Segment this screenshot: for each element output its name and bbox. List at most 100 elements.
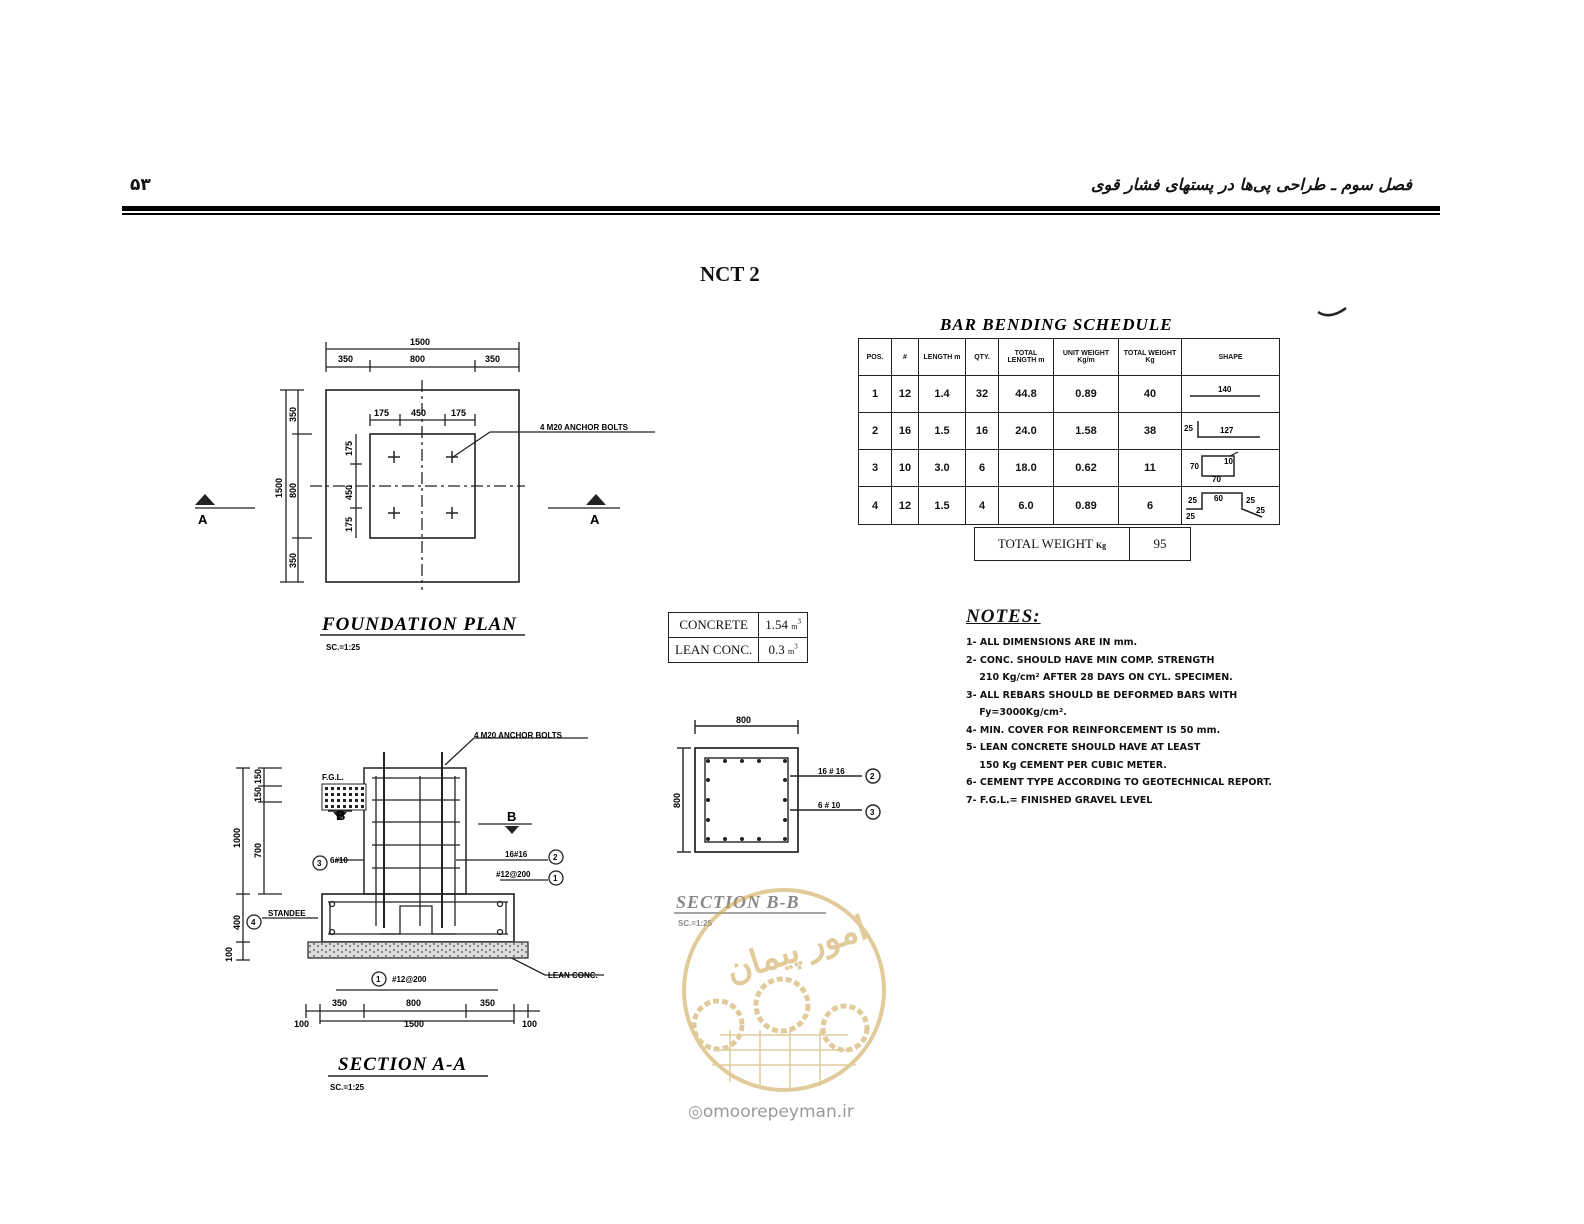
chapter-title: فصل سوم ـ طراحی پی‌ها در پستهای فشار قوی bbox=[1091, 175, 1412, 194]
table-row: 3 10 3.0 6 18.0 0.62 11 70 10 70 bbox=[858, 449, 1280, 487]
bbs-total-weight: 6 bbox=[1118, 486, 1182, 525]
bar2-label: 16#16 bbox=[505, 850, 528, 859]
section-bb-drawing bbox=[677, 720, 881, 853]
tag-1: 1 bbox=[553, 874, 558, 883]
shape4-dim-a: 25 bbox=[1188, 496, 1197, 505]
aa-dim-400: 400 bbox=[232, 915, 242, 930]
bar-schedule-title: BAR BENDING SCHEDULE bbox=[939, 315, 1173, 334]
list-item: 1- ALL DIMENSIONS ARE IN mm. bbox=[966, 637, 1138, 648]
bbs-pos: 2 bbox=[858, 412, 892, 450]
gravel-symbol bbox=[321, 783, 367, 811]
concrete-unit: m bbox=[791, 622, 798, 631]
section-marker-b-left: B bbox=[336, 808, 345, 823]
aa-dim-1500: 1500 bbox=[404, 1019, 424, 1029]
shape2-dim-b: 127 bbox=[1220, 426, 1234, 435]
concrete-row: CONCRETE 1.54 m3 bbox=[667, 612, 809, 638]
bbs-length: 1.5 bbox=[918, 486, 966, 525]
aa-dim-800: 800 bbox=[406, 998, 421, 1008]
foundation-plan bbox=[195, 342, 655, 590]
section-marker-a-left: A bbox=[198, 512, 208, 527]
bbs-length: 1.5 bbox=[918, 412, 966, 450]
notes-list: 1- ALL DIMENSIONS ARE IN mm. 2- CONC. SH… bbox=[966, 634, 1272, 809]
plan-dim-left-top-v: 350 bbox=[288, 407, 298, 422]
bbs-dia: 12 bbox=[891, 375, 919, 413]
plan-dim-inner-mid-v: 450 bbox=[344, 485, 354, 500]
watermark-site: ◎omoorepeyman.ir bbox=[688, 1102, 854, 1122]
lean-row: LEAN CONC. 0.3 m3 bbox=[667, 637, 809, 663]
total-weight-table: TOTAL WEIGHT Kg 95 bbox=[974, 527, 1191, 561]
lean-unit: m bbox=[788, 647, 795, 656]
lean-value: 0.3 bbox=[768, 642, 785, 657]
total-weight-unit: Kg bbox=[1095, 541, 1107, 550]
bbs-pos: 1 bbox=[858, 375, 892, 413]
tag-4: 4 bbox=[251, 918, 256, 927]
bbs-total-weight: 40 bbox=[1118, 375, 1182, 413]
list-item: 150 Kg CEMENT PER CUBIC METER. bbox=[966, 759, 1167, 771]
bbs-th-dia: # bbox=[891, 338, 919, 376]
concrete-value: 1.54 bbox=[765, 617, 789, 632]
bbs-dia: 12 bbox=[891, 486, 919, 525]
shape4-dim-b: 60 bbox=[1214, 494, 1223, 503]
aa-dim-700: 700 bbox=[253, 843, 263, 858]
list-item: Fy=3000Kg/cm². bbox=[966, 707, 1067, 718]
bbs-qty: 16 bbox=[965, 412, 999, 450]
section-aa-bolt-label: 4 M20 ANCHOR BOLTS bbox=[474, 731, 563, 740]
section-aa-title: SECTION A-A bbox=[338, 1054, 467, 1075]
bbs-th-shape: SHAPE bbox=[1181, 338, 1280, 376]
total-weight-row: TOTAL WEIGHT Kg 95 bbox=[974, 527, 1191, 561]
bottom-bar-label: #12@200 bbox=[392, 975, 427, 984]
bbs-total-weight: 38 bbox=[1118, 412, 1182, 450]
bbs-total-length: 18.0 bbox=[998, 449, 1054, 487]
bbs-unit-weight: 1.58 bbox=[1053, 412, 1119, 450]
shape4-dim-c: 25 bbox=[1246, 496, 1255, 505]
bb-bar2-label: 16 # 16 bbox=[818, 767, 845, 776]
lean-conc-label: LEAN CONC. bbox=[548, 971, 598, 980]
fgl-label: F.G.L. bbox=[322, 773, 344, 782]
bbs-th-pos: POS. bbox=[858, 338, 892, 376]
shape1-dim: 140 bbox=[1218, 385, 1232, 394]
plan-dim-inner-top-v: 175 bbox=[344, 441, 354, 456]
shape4-dim-d: 25 bbox=[1186, 512, 1195, 521]
aa-dim-150a: 150 bbox=[253, 769, 263, 784]
list-item: 210 Kg/cm² AFTER 28 DAYS ON CYL. SPECIME… bbox=[966, 672, 1233, 683]
bbs-length: 3.0 bbox=[918, 449, 966, 487]
watermark-logo: امور پیمان bbox=[682, 888, 886, 1092]
total-weight-label: TOTAL WEIGHT bbox=[997, 536, 1093, 551]
header-rule-thin bbox=[122, 213, 1440, 215]
bbs-total-length: 6.0 bbox=[998, 486, 1054, 525]
plan-dim-left-mid-v: 800 bbox=[288, 483, 298, 498]
lean-unit-sup: 3 bbox=[794, 642, 798, 651]
bbs-header-row: POS. # LENGTH m QTY. TOTAL LENGTH m UNIT… bbox=[858, 338, 1280, 376]
plan-dim-inner-right: 175 bbox=[451, 408, 466, 418]
bbs-unit-weight: 0.89 bbox=[1053, 375, 1119, 413]
aa-dim-100: 100 bbox=[224, 947, 234, 962]
list-item: 7- F.G.L.= FINISHED GRAVEL LEVEL bbox=[966, 794, 1153, 806]
plan-dim-mid-top: 800 bbox=[410, 354, 425, 364]
section-aa-drawing bbox=[236, 737, 604, 1024]
plan-dim-inner-mid: 450 bbox=[411, 408, 426, 418]
bbs-pos: 4 bbox=[858, 486, 892, 525]
tag-2: 2 bbox=[553, 853, 558, 862]
aa-dim-100-left: 100 bbox=[294, 1019, 309, 1029]
shape4-dim-e: 25 bbox=[1256, 506, 1265, 515]
table-row: 1 12 1.4 32 44.8 0.89 40 140 bbox=[858, 375, 1280, 413]
bbs-total-length: 44.8 bbox=[998, 375, 1054, 413]
page-number: ۵۳ bbox=[130, 175, 151, 195]
lean-value-cell: 0.3 m3 bbox=[758, 637, 809, 663]
concrete-unit-sup: 3 bbox=[797, 617, 802, 626]
list-item: 3- ALL REBARS SHOULD BE DEFORMED BARS WI… bbox=[966, 689, 1238, 701]
table-row: 4 12 1.5 4 6.0 0.89 6 25 60 25 25 25 bbox=[858, 486, 1280, 525]
bbs-total-weight: 11 bbox=[1118, 449, 1182, 487]
bbs-dia: 16 bbox=[891, 412, 919, 450]
notes-block: NOTES: 1- ALL DIMENSIONS ARE IN mm. 2- C… bbox=[966, 606, 1272, 809]
foundation-plan-scale: SC.=1:25 bbox=[326, 643, 361, 652]
shape3-dim-b: 10 bbox=[1224, 457, 1233, 466]
plan-dim-overall-top: 1500 bbox=[410, 337, 430, 347]
bb-tag-2: 2 bbox=[870, 772, 875, 781]
list-item: 6- CEMENT TYPE ACCORDING TO GEOTECHNICAL… bbox=[966, 777, 1272, 788]
aa-dim-overall: 1000 bbox=[232, 828, 242, 848]
plan-dim-right-top: 350 bbox=[485, 354, 500, 364]
watermark-site-text: omoorepeyman.ir bbox=[702, 1102, 854, 1122]
bbs-length: 1.4 bbox=[918, 375, 966, 413]
bbs-unit-weight: 0.89 bbox=[1053, 486, 1119, 525]
